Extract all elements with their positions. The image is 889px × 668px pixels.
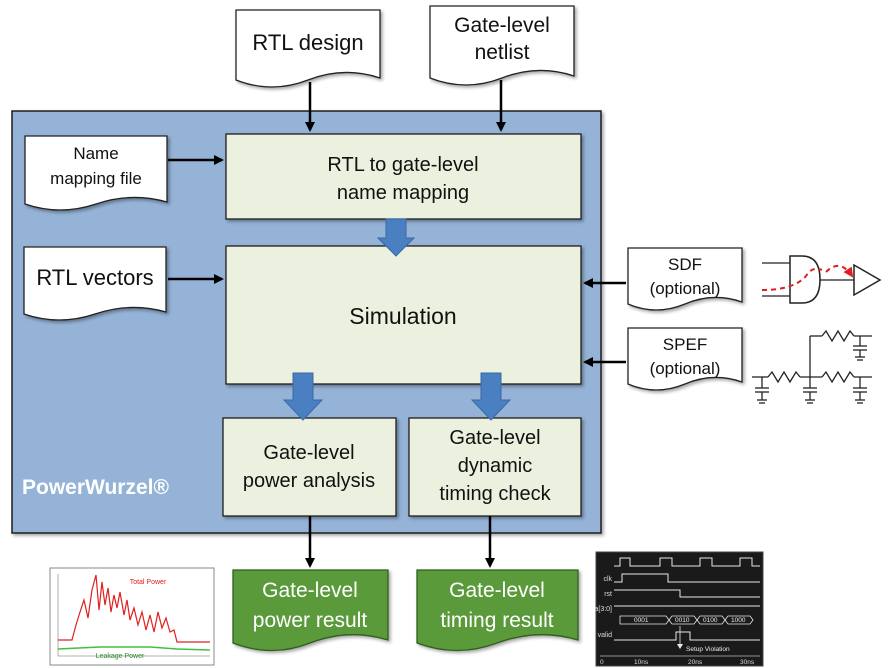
bus-value: 0010	[675, 617, 690, 624]
process-label: Gate-level	[449, 427, 540, 449]
and-gate-icon	[761, 255, 882, 304]
result-label: power result	[253, 609, 368, 632]
process-power-analysis: Gate-level power analysis	[222, 417, 397, 517]
doc-sdf: SDF (optional)	[627, 247, 743, 311]
signal-name: rst	[604, 591, 612, 598]
doc-label: mapping file	[50, 169, 142, 188]
total-power-trace	[58, 574, 210, 643]
rst-wave	[614, 589, 760, 598]
doc-label: (optional)	[650, 279, 721, 298]
process-name-mapping: RTL to gate-level name mapping	[225, 133, 582, 220]
timing-waveform-thumbnail: clk rst a[3:0] valid 0001 0010 0100 1000…	[594, 551, 764, 667]
doc-label: Gate-level	[454, 14, 550, 37]
signal-name: a[3:0]	[594, 606, 612, 613]
brand-label: PowerWurzel®	[22, 476, 169, 499]
process-label: RTL to gate-level	[327, 154, 478, 176]
valid-wave	[614, 631, 760, 641]
result-label: Gate-level	[262, 579, 358, 602]
clk-wave-2	[614, 573, 760, 583]
bus-value: 1000	[731, 617, 746, 624]
signal-name: clk	[603, 576, 612, 583]
result-label: Gate-level	[449, 579, 545, 602]
leakage-power-label: Leakage Power	[96, 653, 145, 660]
doc-label: RTL design	[252, 30, 363, 55]
block-arrow-sim-to-power	[282, 372, 324, 421]
time-tick: 10ns	[634, 659, 649, 666]
doc-spef: SPEF (optional)	[627, 327, 743, 391]
doc-gate-level-netlist: Gate-level netlist	[429, 5, 575, 86]
doc-label: RTL vectors	[36, 265, 153, 290]
block-arrow-sim-to-timing	[470, 372, 512, 421]
process-timing-check: Gate-level dynamic timing check	[408, 417, 582, 517]
clk-wave	[614, 557, 760, 567]
doc-name-mapping-file: Name mapping file	[24, 135, 168, 211]
doc-label: SPEF	[663, 335, 707, 354]
signal-name: valid	[598, 632, 613, 639]
leakage-power-trace	[57, 646, 211, 651]
doc-rtl-design: RTL design	[235, 9, 381, 88]
time-tick: 0	[600, 659, 604, 666]
bus-segments	[619, 615, 754, 625]
doc-rtl-vectors: RTL vectors	[23, 246, 167, 321]
rc-network-icon	[752, 329, 872, 404]
process-label: name mapping	[337, 182, 469, 204]
violation-label: Setup Violation	[686, 646, 730, 653]
time-tick: 20ns	[688, 659, 703, 666]
process-label: Simulation	[349, 303, 456, 329]
doc-label: Name	[73, 144, 118, 163]
process-label: timing check	[439, 483, 551, 505]
bus-value: 0001	[634, 617, 649, 624]
block-arrow-mapping-to-sim	[376, 218, 416, 257]
power-plot-thumbnail: Total Power Leakage Power	[49, 567, 215, 666]
process-label: Gate-level	[263, 442, 354, 464]
time-tick: 30ns	[740, 659, 755, 666]
connector-arrows	[168, 80, 626, 568]
result-label: timing result	[440, 609, 553, 632]
doc-label: netlist	[475, 41, 530, 64]
process-simulation: Simulation	[225, 245, 582, 385]
total-power-label: Total Power	[130, 579, 167, 586]
result-power: Gate-level power result	[232, 569, 389, 652]
result-timing: Gate-level timing result	[416, 569, 579, 652]
process-label: power analysis	[243, 470, 375, 492]
bus-value: 0100	[703, 617, 718, 624]
doc-label: SDF	[668, 255, 702, 274]
process-label: dynamic	[458, 455, 532, 477]
doc-label: (optional)	[650, 359, 721, 378]
